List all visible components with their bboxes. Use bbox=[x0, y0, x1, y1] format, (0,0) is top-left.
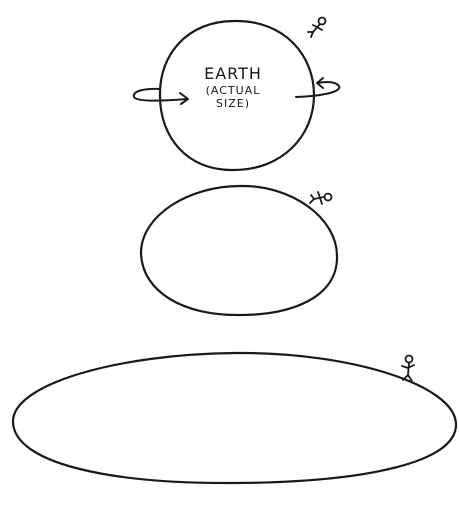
person-icon bbox=[402, 356, 414, 382]
earth-label: EARTH (ACTUAL SIZE) bbox=[196, 66, 270, 109]
person-icon bbox=[310, 192, 332, 204]
earth-slight-oblate bbox=[141, 186, 337, 315]
earth-flattened-outline bbox=[13, 353, 456, 483]
earth-flattened bbox=[13, 353, 456, 483]
earth-label-line2: (ACTUAL bbox=[196, 85, 270, 96]
earth-oblate-outline bbox=[141, 186, 337, 315]
person-icon bbox=[308, 18, 326, 38]
earth-label-line3: SIZE) bbox=[196, 98, 270, 109]
earth-label-title: EARTH bbox=[196, 66, 270, 82]
